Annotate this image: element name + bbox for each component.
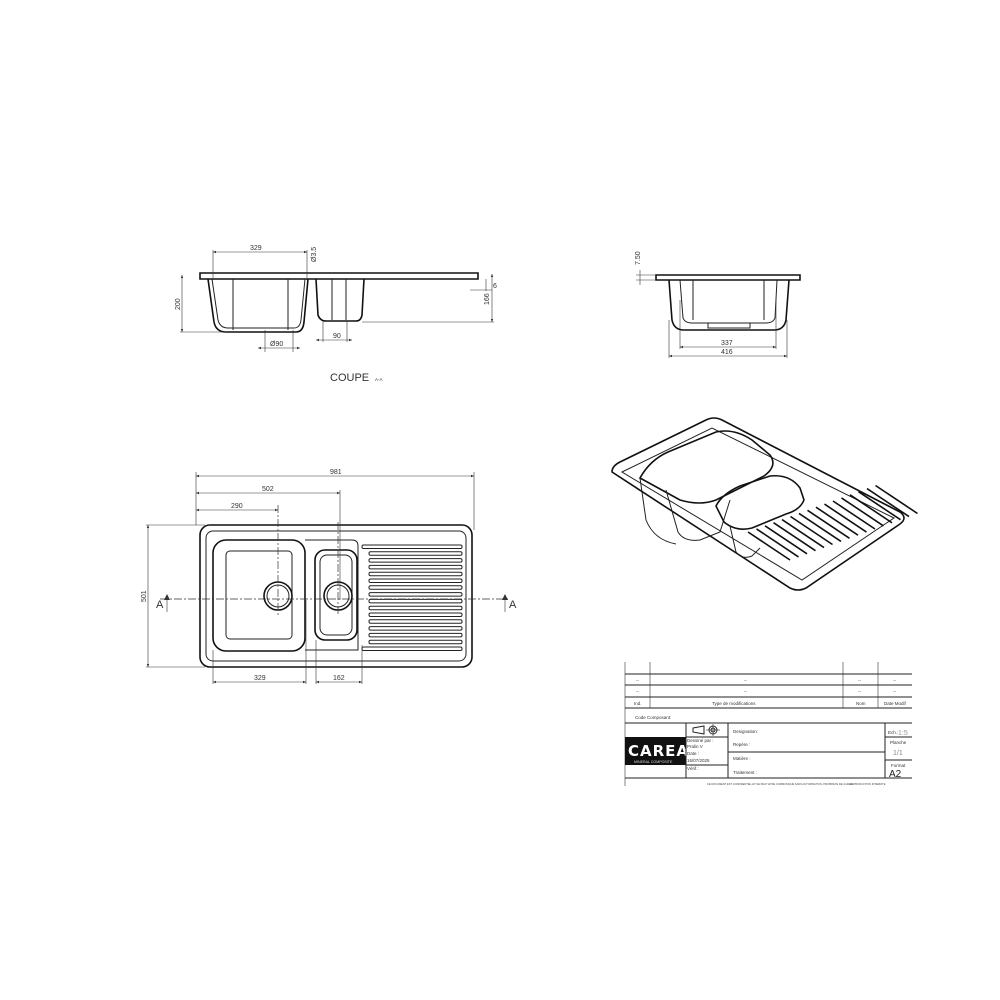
planche-value: 1/1 (893, 750, 903, 757)
dim-416: 416 (721, 349, 733, 356)
date-value: 16/07/2025 (687, 758, 710, 763)
drainboard-rib (368, 612, 463, 617)
drainboard-rib (368, 571, 463, 577)
verif-label: Vérif.: (687, 766, 699, 771)
drainboard-rib (361, 646, 463, 651)
dim-337: 337 (721, 340, 733, 347)
dessine-par: Pralin V (687, 744, 703, 749)
dim-162: 162 (333, 675, 345, 682)
drainboard-rib (764, 525, 808, 555)
svg-text:--: -- (858, 689, 861, 694)
designation-label: Designation: (733, 729, 758, 734)
header-ind: Ind. (634, 701, 642, 706)
drainboard-rib (368, 558, 463, 563)
drainboard-rib (824, 503, 867, 533)
drainboard-rib (747, 531, 791, 561)
date-label: Date : (687, 751, 699, 756)
section-title-suffix: A-A (375, 377, 383, 382)
drainboard-rib (368, 598, 463, 604)
format-value: A2 (889, 769, 902, 780)
dessine-par-label: Dessiné par : (687, 738, 714, 743)
matiere-label: Matière : (733, 756, 751, 761)
dim-981: 981 (330, 469, 342, 476)
drainboard-rib (368, 619, 463, 624)
drainboard-rib (368, 592, 463, 597)
dim-200: 200 (175, 298, 182, 310)
dim-329-section: 329 (250, 245, 262, 252)
drainboard-rib (368, 578, 463, 583)
drainboard-rib (875, 484, 918, 515)
carea-logo (625, 737, 686, 765)
drainboard-ribs-plan (361, 544, 463, 651)
drainboard-rib (815, 506, 859, 536)
dim-290: 290 (231, 503, 243, 510)
section-marker-left: A (156, 599, 164, 611)
dim-329-plan: 329 (254, 675, 266, 682)
drainboard-rib (368, 564, 463, 570)
svg-text:--: -- (744, 678, 747, 683)
drainboard-rib (368, 639, 463, 645)
dim-7-50: 7.50 (635, 251, 642, 265)
drainboard-rib (849, 494, 893, 524)
repere-label: Repère : (733, 742, 750, 747)
title-block: -- -- -- -- -- -- -- -- Ind. Type de mod… (624, 662, 912, 786)
drainboard-rib (368, 626, 463, 631)
dim-drain-hole: Ø3.5 (311, 247, 318, 262)
traitement-label: Traitement : (733, 770, 757, 775)
drainboard-rib (807, 509, 850, 539)
drainboard-rib (361, 544, 463, 549)
echelle-label: Ech.: (888, 730, 898, 735)
revision-row: -- -- -- -- (636, 678, 896, 683)
isometric-view (611, 417, 918, 591)
planche-label: Planche (890, 740, 907, 745)
drainboard-rib (756, 528, 799, 558)
drainboard-rib (368, 632, 463, 638)
drainboard-rib (790, 515, 833, 546)
drainboard-rib (773, 522, 816, 552)
echelle-value: 1:5 (898, 730, 908, 737)
dim-drain-90: Ø90 (270, 341, 283, 348)
drainboard-rib (368, 605, 463, 611)
plan-view: 981 502 290 501 329 162 A A (141, 469, 517, 684)
svg-text:--: -- (636, 689, 639, 694)
format-label: Format (891, 763, 906, 768)
header-type: Type de modifications (712, 701, 756, 706)
svg-text:--: -- (636, 678, 639, 683)
projection-symbol-icon (692, 724, 720, 736)
side-view: 7.50 337 416 (635, 251, 801, 358)
drainboard-rib (866, 487, 910, 518)
drainboard-rib (858, 491, 901, 521)
revision-row: -- -- -- -- (636, 689, 896, 694)
header-date: Date Modif (884, 701, 907, 706)
code-composant: Code Composant: (635, 715, 671, 720)
drainboard-rib (832, 500, 876, 530)
section-view: 329 Ø3.5 200 6 166 Ø90 90 COUPE A-A (175, 245, 497, 384)
section-title: COUPE (330, 372, 369, 384)
svg-text:CAREA: CAREA (628, 742, 689, 760)
drainboard-rib (781, 518, 825, 549)
drainboard-rib (368, 585, 463, 590)
drainboard-ribs (747, 484, 918, 561)
dim-90: 90 (333, 333, 341, 340)
header-nom: Nom (856, 701, 866, 706)
drainboard-rib (841, 497, 884, 527)
drainboard-rib (368, 551, 463, 556)
svg-text:--: -- (893, 678, 896, 683)
dim-166: 166 (484, 293, 491, 305)
svg-text:MINERAL COMPOSITE: MINERAL COMPOSITE (634, 760, 673, 764)
dim-6: 6 (493, 283, 497, 290)
section-marker-right: A (509, 599, 517, 611)
reproduction-notice: REPRODUCTION INTERDITE (850, 782, 886, 786)
svg-text:--: -- (858, 678, 861, 683)
drainboard-rib (798, 512, 842, 543)
svg-text:--: -- (893, 689, 896, 694)
dim-502: 502 (262, 486, 274, 493)
dim-501: 501 (141, 590, 148, 602)
svg-text:--: -- (744, 689, 747, 694)
confidentiality-notice: CE DOCUMENT EST CONFIDENTIEL ET NE PEUT … (707, 782, 852, 786)
